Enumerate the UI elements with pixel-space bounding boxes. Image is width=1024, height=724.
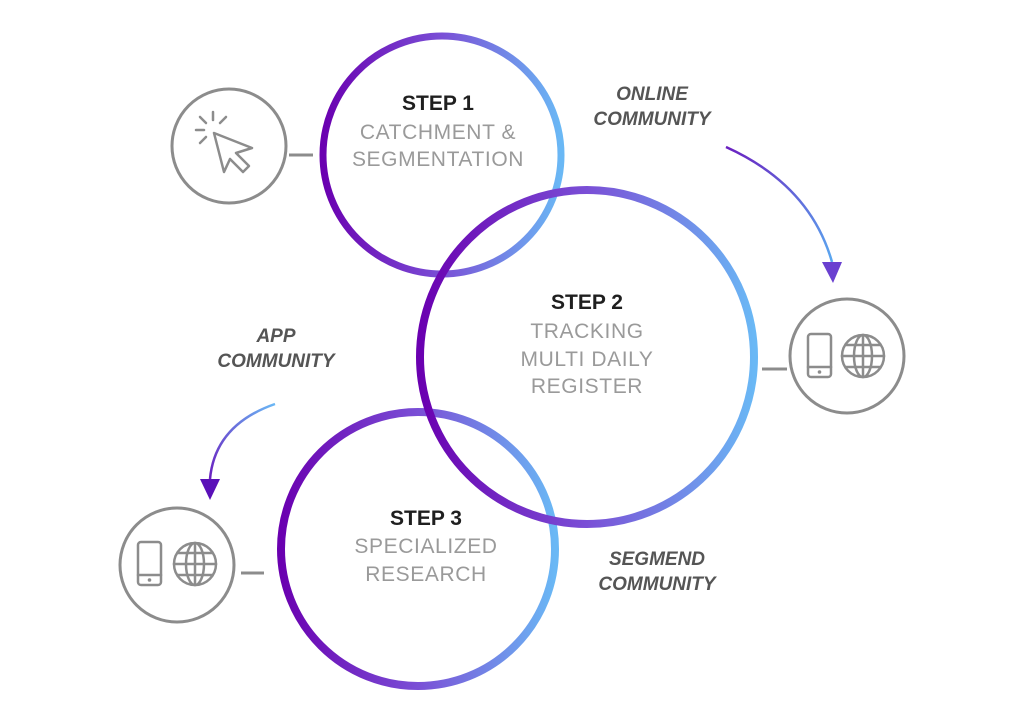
segmend-community-label-2: COMMUNITY	[598, 574, 717, 595]
step-2-title: STEP 2	[551, 291, 623, 314]
app-community-label-1: APP	[255, 326, 295, 347]
globe-icon	[840, 333, 886, 379]
globe-icon	[172, 541, 218, 587]
step-3-line-1: SPECIALIZED	[354, 535, 497, 558]
step-2-icon-group	[762, 297, 906, 415]
step-1-icon-ring	[170, 87, 288, 205]
step-2-line-3: REGISTER	[531, 375, 643, 398]
step-3-line-2: RESEARCH	[365, 563, 487, 586]
online-community-label-1: ONLINE	[616, 84, 689, 105]
segmend-community-label-1: SEGMEND	[609, 549, 705, 570]
online-community-label-2: COMMUNITY	[593, 109, 712, 130]
step-3-title: STEP 3	[390, 507, 462, 530]
step-2-line-1: TRACKING	[530, 320, 643, 343]
phone-icon	[136, 540, 163, 587]
step-2-line-2: MULTI DAILY	[520, 348, 653, 371]
step-3-icon-group	[118, 506, 264, 624]
app-community-arrow	[200, 402, 276, 500]
app-community-label-2: COMMUNITY	[217, 351, 336, 372]
step-3-circle	[277, 408, 559, 690]
step-2-circle	[416, 186, 758, 528]
step-1-line-1: CATCHMENT &	[360, 121, 516, 144]
phone-icon	[806, 332, 833, 379]
cursor-click-icon	[194, 110, 254, 174]
online-community-arrow	[725, 145, 842, 283]
step-1-title: STEP 1	[402, 92, 474, 115]
cursor-click-icon-group	[170, 87, 313, 205]
step-1-line-2: SEGMENTATION	[352, 148, 524, 171]
